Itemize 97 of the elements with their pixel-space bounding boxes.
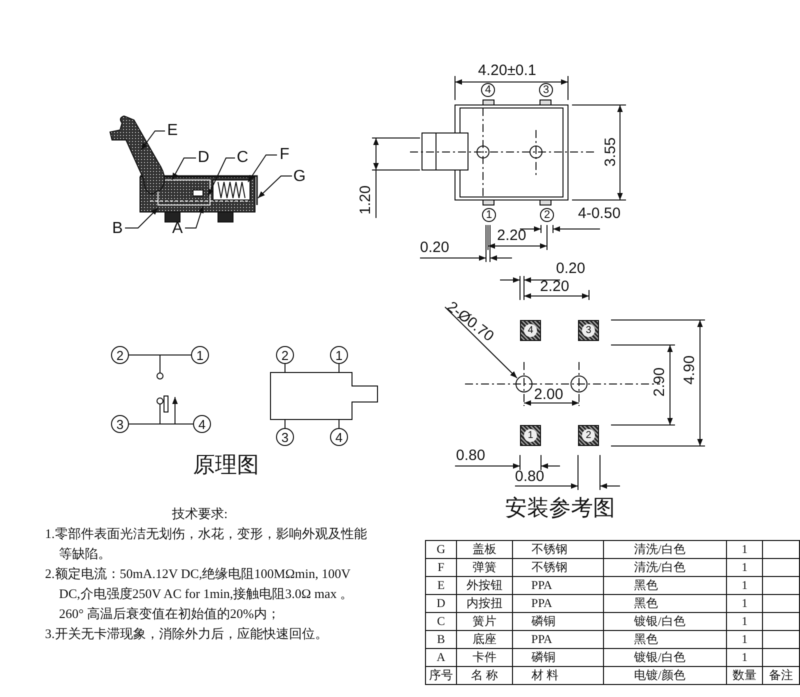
- column-header: 名 称: [471, 668, 498, 682]
- finish-text: 镀银/白色: [634, 614, 686, 628]
- dimension-text: 0.80: [456, 448, 486, 464]
- pin-number: 3: [276, 428, 294, 446]
- wire: [128, 354, 192, 356]
- dimension-text: 0.80: [515, 469, 544, 485]
- dimension-text: 1.20: [358, 185, 374, 215]
- part-letter: C: [436, 614, 445, 628]
- leader-line: [258, 176, 292, 198]
- material-text: 磷铜: [531, 614, 556, 628]
- pin-number: 4: [193, 415, 211, 433]
- material-text: 磷铜: [531, 650, 556, 664]
- pin-number: 3: [539, 83, 553, 97]
- dimension-text: 4.20±0.1: [478, 63, 536, 79]
- pin-number: 1: [482, 208, 496, 222]
- drawing-title: 安装参考图: [505, 495, 615, 521]
- leader-line: [172, 158, 196, 180]
- note-text: 1.零部件表面光洁无划伤，水花，变形，影响外观及性能等缺陷。: [45, 525, 368, 563]
- column-header: 材 料: [531, 668, 558, 682]
- column-header: 电镀/颜色: [634, 668, 686, 682]
- quantity-text: 1: [742, 614, 748, 628]
- finish-text: 镀银/白色: [634, 650, 686, 664]
- column-header: 数量: [732, 668, 757, 682]
- material-text: 不锈钢: [531, 560, 568, 574]
- pin-number: 4: [330, 428, 348, 446]
- finish-text: 清洗/白色: [634, 542, 686, 556]
- pin-number: 3: [111, 415, 129, 433]
- part-letter: D: [436, 596, 446, 610]
- dimension-text: 2.20: [540, 279, 570, 295]
- material-text: PPA: [531, 596, 552, 610]
- part-letter: E: [437, 578, 445, 592]
- note-text: 3.开关无卡滞现象，消除外力后，应能快速回位。: [45, 625, 329, 643]
- part-letter: F: [438, 560, 444, 574]
- quantity-text: 1: [742, 596, 748, 610]
- pin-number: 2: [276, 346, 294, 364]
- pin-number: 2: [540, 208, 554, 222]
- pin-number: 2: [111, 346, 129, 364]
- part-name: 簧片: [472, 614, 497, 628]
- part-letter: A: [171, 220, 184, 237]
- quantity-text: 1: [742, 542, 748, 556]
- dimension-text: 0.20: [556, 261, 586, 277]
- material-text: PPA: [531, 632, 552, 646]
- dimension-text: 2.00: [534, 387, 564, 403]
- part-name: 盖板: [472, 542, 497, 556]
- switch-cross-section-drawing: [110, 116, 258, 222]
- finish-text: 黑色: [634, 596, 658, 610]
- pin-number: 4: [481, 83, 495, 97]
- part-name: 外按钮: [466, 578, 503, 592]
- part-letter: A: [436, 650, 446, 664]
- quantity-text: 1: [742, 632, 748, 646]
- dimension-text: 2.90: [652, 367, 668, 397]
- note-text: 2.额定电流：50mA.12V DC,绝缘电阻100MΩmin, 100V DC,介电强度250V AC for 1min,接触电阻3.0Ω max 。260° 高温后衰变值在初始值的20%内；: [45, 565, 354, 623]
- part-name: 卡件: [472, 650, 497, 664]
- solder-pad: 1: [520, 425, 541, 446]
- dimension-text: 2.20: [497, 228, 526, 244]
- material-text: 不锈钢: [531, 542, 568, 556]
- pin-number: 1: [191, 346, 209, 364]
- part-letter: E: [166, 122, 179, 139]
- section-heading: 技术要求:: [172, 505, 228, 522]
- quantity-text: 1: [742, 650, 748, 664]
- part-letter: F: [278, 146, 291, 163]
- part-letter: B: [436, 632, 445, 646]
- part-name: 底座: [472, 632, 497, 646]
- wire: [338, 420, 340, 428]
- quantity-text: 1: [742, 578, 748, 592]
- dimension-text: 3.55: [603, 137, 619, 167]
- wire: [284, 420, 286, 428]
- material-text: PPA: [531, 578, 552, 592]
- leader-line: [248, 154, 278, 182]
- switch-body-symbol: [270, 372, 378, 420]
- dimension-text: 4-0.50: [578, 206, 621, 222]
- part-name: 内按扭: [466, 596, 503, 610]
- quantity-text: 1: [742, 560, 748, 574]
- solder-pad: 4: [520, 320, 541, 341]
- leader-line: [208, 158, 236, 196]
- solder-pad: 2: [578, 425, 599, 446]
- leader-line: [124, 208, 158, 228]
- pin-number: 1: [330, 346, 348, 364]
- wire: [284, 364, 286, 372]
- leader-line: [184, 206, 204, 228]
- part-letter: G: [293, 168, 306, 185]
- dimension-text: 0.20: [420, 240, 450, 256]
- part-letter: D: [197, 149, 210, 166]
- finish-text: 黑色: [634, 632, 658, 646]
- finish-text: 清洗/白色: [634, 560, 686, 574]
- part-letter: C: [236, 149, 249, 166]
- dimension-text: 4.90: [682, 355, 698, 385]
- finish-text: 黑色: [634, 578, 658, 592]
- part-name: 弹簧: [472, 560, 497, 574]
- column-header: 备注: [768, 668, 793, 682]
- part-letter: G: [436, 542, 446, 556]
- solder-pad: 3: [578, 320, 599, 341]
- column-header: 序号: [429, 668, 453, 682]
- wire: [338, 364, 340, 372]
- part-letter: B: [111, 220, 124, 237]
- leader-line: [140, 130, 166, 150]
- drawing-title: 原理图: [193, 452, 259, 478]
